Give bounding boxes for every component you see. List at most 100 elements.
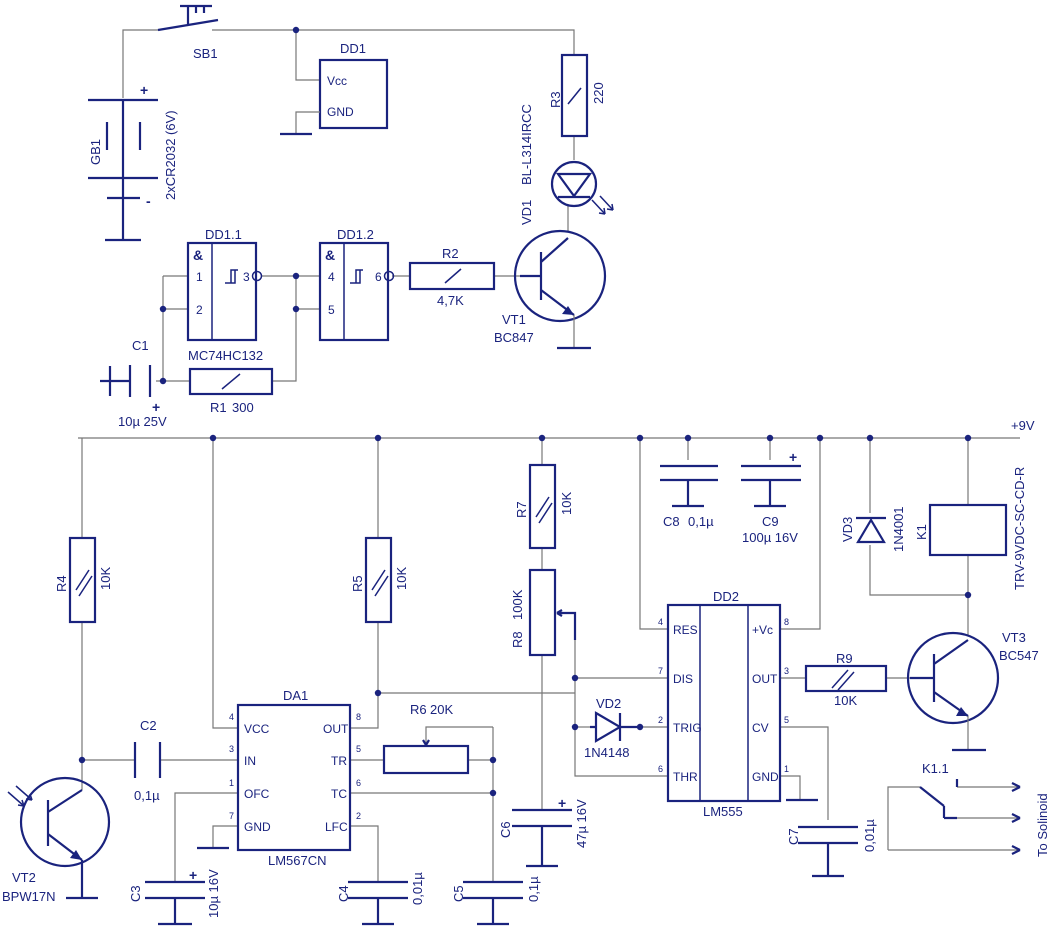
diode-vd2: VD2 1N4148: [584, 696, 640, 760]
r8-label: R8: [510, 631, 525, 648]
capacitor-c5: C5 0,1µ: [451, 876, 541, 926]
switch-sb1: SB1: [157, 4, 219, 61]
capacitor-c9: + C9 100µ 16V: [741, 449, 801, 545]
svg-text:OFC: OFC: [244, 787, 270, 801]
k1-value: TRV-9VDC-SC-CD-R: [1012, 467, 1027, 590]
ic-dd1: DD1 Vcc GND: [280, 41, 389, 136]
capacitor-c4: C4 0,01µ: [336, 872, 425, 926]
junction-dots: [78, 26, 972, 797]
svg-text:4: 4: [658, 617, 663, 627]
c6-value: 47µ 16V: [574, 799, 589, 848]
rail-label: +9V: [1011, 418, 1035, 433]
capacitor-c3: + C3 10µ 16V: [128, 867, 221, 926]
vd1-value: BL-L314IRCC: [519, 104, 534, 185]
c8-ref: C8: [663, 514, 680, 529]
svg-text:1: 1: [229, 778, 234, 788]
r5-ref: R5: [350, 575, 365, 592]
c3-value: 10µ 16V: [206, 869, 221, 918]
c4-ref: C4: [336, 885, 351, 902]
c2-ref: C2: [140, 718, 157, 733]
svg-text:+: +: [558, 795, 566, 811]
dd1-ref: DD1: [340, 41, 366, 56]
svg-text:&: &: [325, 247, 335, 263]
k1-1-ref: K1.1: [922, 761, 949, 776]
resistor-r4: R4 10K: [54, 536, 113, 624]
r6-ref: R6: [410, 702, 427, 717]
svg-text:6: 6: [658, 764, 663, 774]
svg-text:7: 7: [658, 666, 663, 676]
svg-text:THR: THR: [673, 770, 698, 784]
svg-text:DIS: DIS: [673, 672, 693, 686]
r8-value: 100K: [510, 589, 525, 620]
r7-ref: R7: [514, 501, 529, 518]
k1-ref: K1: [914, 524, 929, 540]
r9-ref: R9: [836, 651, 853, 666]
svg-text:TRIG: TRIG: [673, 721, 702, 735]
svg-text:2: 2: [356, 811, 361, 821]
c3-ref: C3: [128, 885, 143, 902]
to-solenoid-label: To Solinoid: [1035, 793, 1050, 857]
dd1-1-part: MC74HC132: [188, 348, 263, 363]
battery-gb1: + - GB1 2xCR2032 (6V): [88, 82, 178, 242]
resistor-r9: R9 10K: [804, 651, 888, 708]
svg-text:&: &: [193, 247, 203, 263]
gate-dd1-1: DD1.1 & 1 2 3 MC74HC132: [186, 227, 263, 363]
c9-ref: C9: [762, 514, 779, 529]
dd1-pin-gnd: GND: [327, 105, 354, 119]
svg-text:5: 5: [356, 744, 361, 754]
dd1-1-ref: DD1.1: [205, 227, 242, 242]
svg-text:8: 8: [784, 617, 789, 627]
svg-text:-: -: [146, 193, 151, 209]
potentiometer-r6: R6 20K: [382, 702, 470, 775]
svg-text:GND: GND: [244, 820, 271, 834]
vd1-ref: VD1: [519, 200, 534, 225]
svg-text:5: 5: [328, 303, 335, 317]
vd2-value: 1N4148: [584, 745, 630, 760]
vt1-ref: VT1: [502, 312, 526, 327]
vd3-ref: VD3: [840, 517, 855, 542]
svg-text:6: 6: [356, 778, 361, 788]
svg-text:+Vc: +Vc: [752, 623, 773, 637]
r2-ref: R2: [442, 246, 459, 261]
dd1-pin-vcc: Vcc: [327, 74, 347, 88]
svg-text:+: +: [189, 867, 197, 883]
vt3-value: BC547: [999, 648, 1039, 663]
vt2-value: BPW17N: [2, 889, 55, 904]
c6-ref: C6: [498, 821, 513, 838]
resistor-r3: R3 220: [548, 53, 606, 138]
transistor-vt3: VT3 BC547: [906, 630, 1039, 752]
c9-value: 100µ 16V: [742, 530, 798, 545]
svg-text:GND: GND: [752, 770, 779, 784]
led-vd1: VD1 BL-L314IRCC: [519, 104, 614, 225]
r1-ref: R1: [210, 400, 227, 415]
relay-k1: K1 TRV-9VDC-SC-CD-R: [914, 467, 1027, 590]
r9-value: 10K: [834, 693, 857, 708]
vt1-value: BC847: [494, 330, 534, 345]
c7-ref: C7: [786, 828, 801, 845]
svg-text:OUT: OUT: [752, 672, 778, 686]
svg-text:3: 3: [229, 744, 234, 754]
r2-value: 4,7K: [437, 293, 464, 308]
c2-value: 0,1µ: [134, 788, 160, 803]
vt3-ref: VT3: [1002, 630, 1026, 645]
c7-value: 0,01µ: [862, 819, 877, 852]
svg-text:IN: IN: [244, 754, 256, 768]
transistor-vt1: VT1 BC847: [494, 229, 607, 350]
capacitor-c7: C7 0,01µ: [786, 819, 877, 878]
dd1-2-ref: DD1.2: [337, 227, 374, 242]
sb1-ref: SB1: [193, 46, 218, 61]
wires: [78, 29, 1020, 882]
c1-value: 10µ 25V: [118, 414, 167, 429]
gb1-ref: GB1: [88, 139, 103, 165]
ic-dd2-lm555: DD2 RES DIS TRIG THR +Vc OUT CV GND 4 7 …: [658, 589, 818, 819]
ic-da1-lm567: DA1 VCC IN OFC GND OUT TR TC LFC 4 3 1 7…: [197, 688, 361, 868]
gate-dd1-2: DD1.2 & 4 5 6: [318, 227, 395, 342]
svg-text:CV: CV: [752, 721, 769, 735]
r4-value: 10K: [98, 567, 113, 590]
capacitor-c2: C2 0,1µ: [133, 718, 162, 803]
svg-text:2: 2: [658, 715, 663, 725]
diode-vd3: VD3 1N4001: [840, 506, 906, 552]
c5-value: 0,1µ: [526, 876, 541, 902]
svg-text:+: +: [789, 449, 797, 465]
svg-text:2: 2: [196, 303, 203, 317]
